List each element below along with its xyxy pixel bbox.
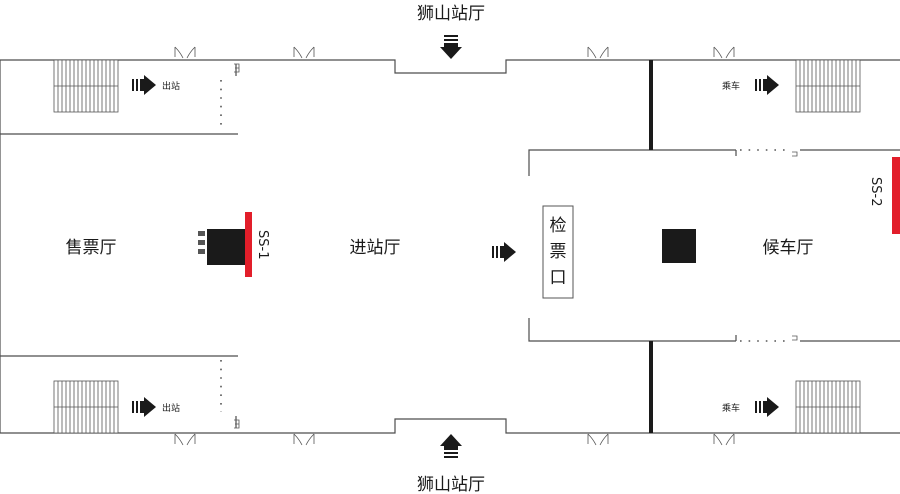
door-icon (174, 46, 196, 59)
stairs-icon (795, 59, 861, 113)
ticket-check-label-1: 检 (550, 216, 567, 236)
arrow-right-icon (492, 242, 516, 262)
arrow-right-icon (132, 75, 156, 95)
outer-walls (0, 59, 900, 434)
door-icon (713, 46, 735, 59)
door-icon (587, 46, 609, 59)
stairs-icon (53, 59, 119, 113)
security-bar-ss2 (892, 157, 900, 234)
ss2-label: SS-2 (868, 177, 883, 206)
inner-walls (0, 60, 900, 433)
stairs-icon (53, 380, 119, 434)
waiting-hall-label: 候车厅 (763, 238, 814, 258)
entry-hall-label: 进站厅 (350, 238, 401, 258)
security-scanner-ss1 (198, 212, 252, 277)
door-icon (293, 433, 315, 446)
door-icon (174, 433, 196, 446)
board-label-top: 乘车 (722, 80, 740, 92)
security-bar (245, 212, 252, 277)
top-hall-label: 狮山站厅 (417, 4, 485, 24)
arrow-up-icon (440, 434, 462, 458)
arrow-right-icon (755, 75, 779, 95)
waiting-hall-kiosk (662, 229, 696, 263)
exit-label-top: 出站 (162, 80, 180, 92)
ticket-check-label-3: 口 (550, 268, 567, 288)
board-label-bottom: 乘车 (722, 402, 740, 414)
door-icon (293, 46, 315, 59)
arrow-down-icon (440, 35, 462, 59)
ticket-check-box (542, 205, 574, 299)
gate-marks (234, 63, 798, 429)
arrow-right-icon (132, 397, 156, 417)
door-icon (713, 433, 735, 446)
door-icon (587, 433, 609, 446)
bottom-hall-label: 狮山站厅 (417, 475, 485, 494)
arrow-right-icon (755, 397, 779, 417)
ss1-label: SS-1 (255, 230, 270, 259)
exit-label-bottom: 出站 (162, 402, 180, 414)
stairs-icon (795, 380, 861, 434)
ticket-check-label-2: 票 (550, 242, 567, 262)
ticket-hall-label: 售票厅 (66, 238, 117, 258)
